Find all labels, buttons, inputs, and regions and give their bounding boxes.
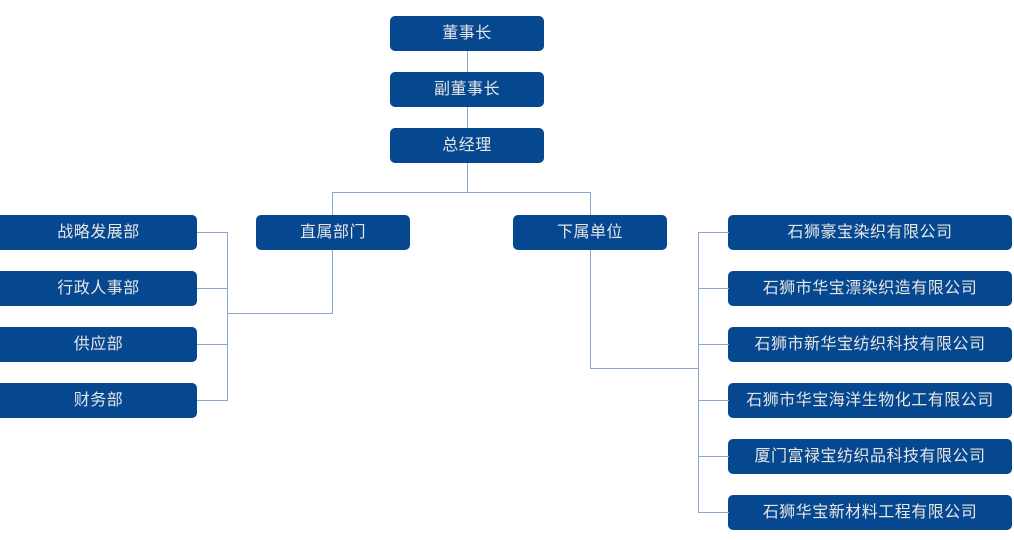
- node-vice-chairman[interactable]: 副董事长: [390, 72, 544, 107]
- connector-subordinate-units-stem: [590, 250, 591, 369]
- node-label: 下属单位: [556, 223, 623, 241]
- connector-stub-supply: [197, 344, 228, 345]
- node-haobao-dyeing[interactable]: 石狮豪宝染织有限公司: [728, 215, 1012, 250]
- connector-stub-administration-hr: [197, 288, 228, 289]
- connector-stub-xinhuabao-textile: [698, 344, 729, 345]
- node-label: 总经理: [442, 136, 492, 154]
- node-label: 石狮豪宝染织有限公司: [787, 223, 953, 241]
- connector-stub-strategy-development: [197, 232, 228, 233]
- node-chairman[interactable]: 董事长: [390, 16, 544, 51]
- node-general-manager[interactable]: 总经理: [390, 128, 544, 163]
- node-huabao-marine-bio[interactable]: 石狮市华宝海洋生物化工有限公司: [728, 383, 1012, 418]
- connector-stub-finance: [197, 400, 228, 401]
- connector-subsidiaries-spine: [698, 232, 699, 513]
- connector-departments-spine: [227, 232, 228, 401]
- node-supply[interactable]: 供应部: [0, 327, 197, 362]
- connector-bus-to-direct-departments: [332, 192, 333, 215]
- node-label: 财务部: [73, 391, 124, 409]
- node-administration-hr[interactable]: 行政人事部: [0, 271, 197, 306]
- node-label: 石狮市华宝漂染织造有限公司: [762, 279, 978, 297]
- node-label: 战略发展部: [57, 223, 140, 241]
- node-fulubao-textile[interactable]: 厦门富禄宝纺织品科技有限公司: [728, 439, 1012, 474]
- connector-direct-departments-to-spine: [227, 313, 333, 314]
- node-label: 石狮市新华宝纺织科技有限公司: [754, 335, 986, 353]
- node-label: 供应部: [73, 335, 124, 353]
- connector-stub-haobao-dyeing: [698, 232, 729, 233]
- node-label: 石狮华宝新材料工程有限公司: [762, 503, 978, 521]
- node-huabao-bleaching[interactable]: 石狮市华宝漂染织造有限公司: [728, 271, 1012, 306]
- connector-stub-huabao-marine-bio: [698, 400, 729, 401]
- connector-gm-to-bus: [467, 163, 468, 192]
- connector-stub-huabao-bleaching: [698, 288, 729, 289]
- node-direct-departments[interactable]: 直属部门: [256, 215, 410, 250]
- node-huabao-new-materials[interactable]: 石狮华宝新材料工程有限公司: [728, 495, 1012, 530]
- connector-stub-fulubao-textile: [698, 456, 729, 457]
- node-label: 直属部门: [299, 223, 366, 241]
- connector-branch-bus: [332, 192, 591, 193]
- connector-chairman-to-vice: [467, 51, 468, 72]
- node-label: 厦门富禄宝纺织品科技有限公司: [754, 447, 986, 465]
- node-strategy-development[interactable]: 战略发展部: [0, 215, 197, 250]
- connector-vice-to-gm: [467, 107, 468, 128]
- node-label: 石狮市华宝海洋生物化工有限公司: [746, 391, 994, 409]
- node-subordinate-units[interactable]: 下属单位: [513, 215, 667, 250]
- node-xinhuabao-textile[interactable]: 石狮市新华宝纺织科技有限公司: [728, 327, 1012, 362]
- connector-direct-departments-stem: [332, 250, 333, 314]
- connector-subordinate-units-to-spine: [590, 368, 699, 369]
- node-finance[interactable]: 财务部: [0, 383, 197, 418]
- connector-bus-to-subordinate-units: [590, 192, 591, 215]
- node-label: 董事长: [442, 24, 492, 42]
- connector-stub-huabao-new-materials: [698, 512, 729, 513]
- node-label: 行政人事部: [57, 279, 140, 297]
- node-label: 副董事长: [433, 80, 500, 98]
